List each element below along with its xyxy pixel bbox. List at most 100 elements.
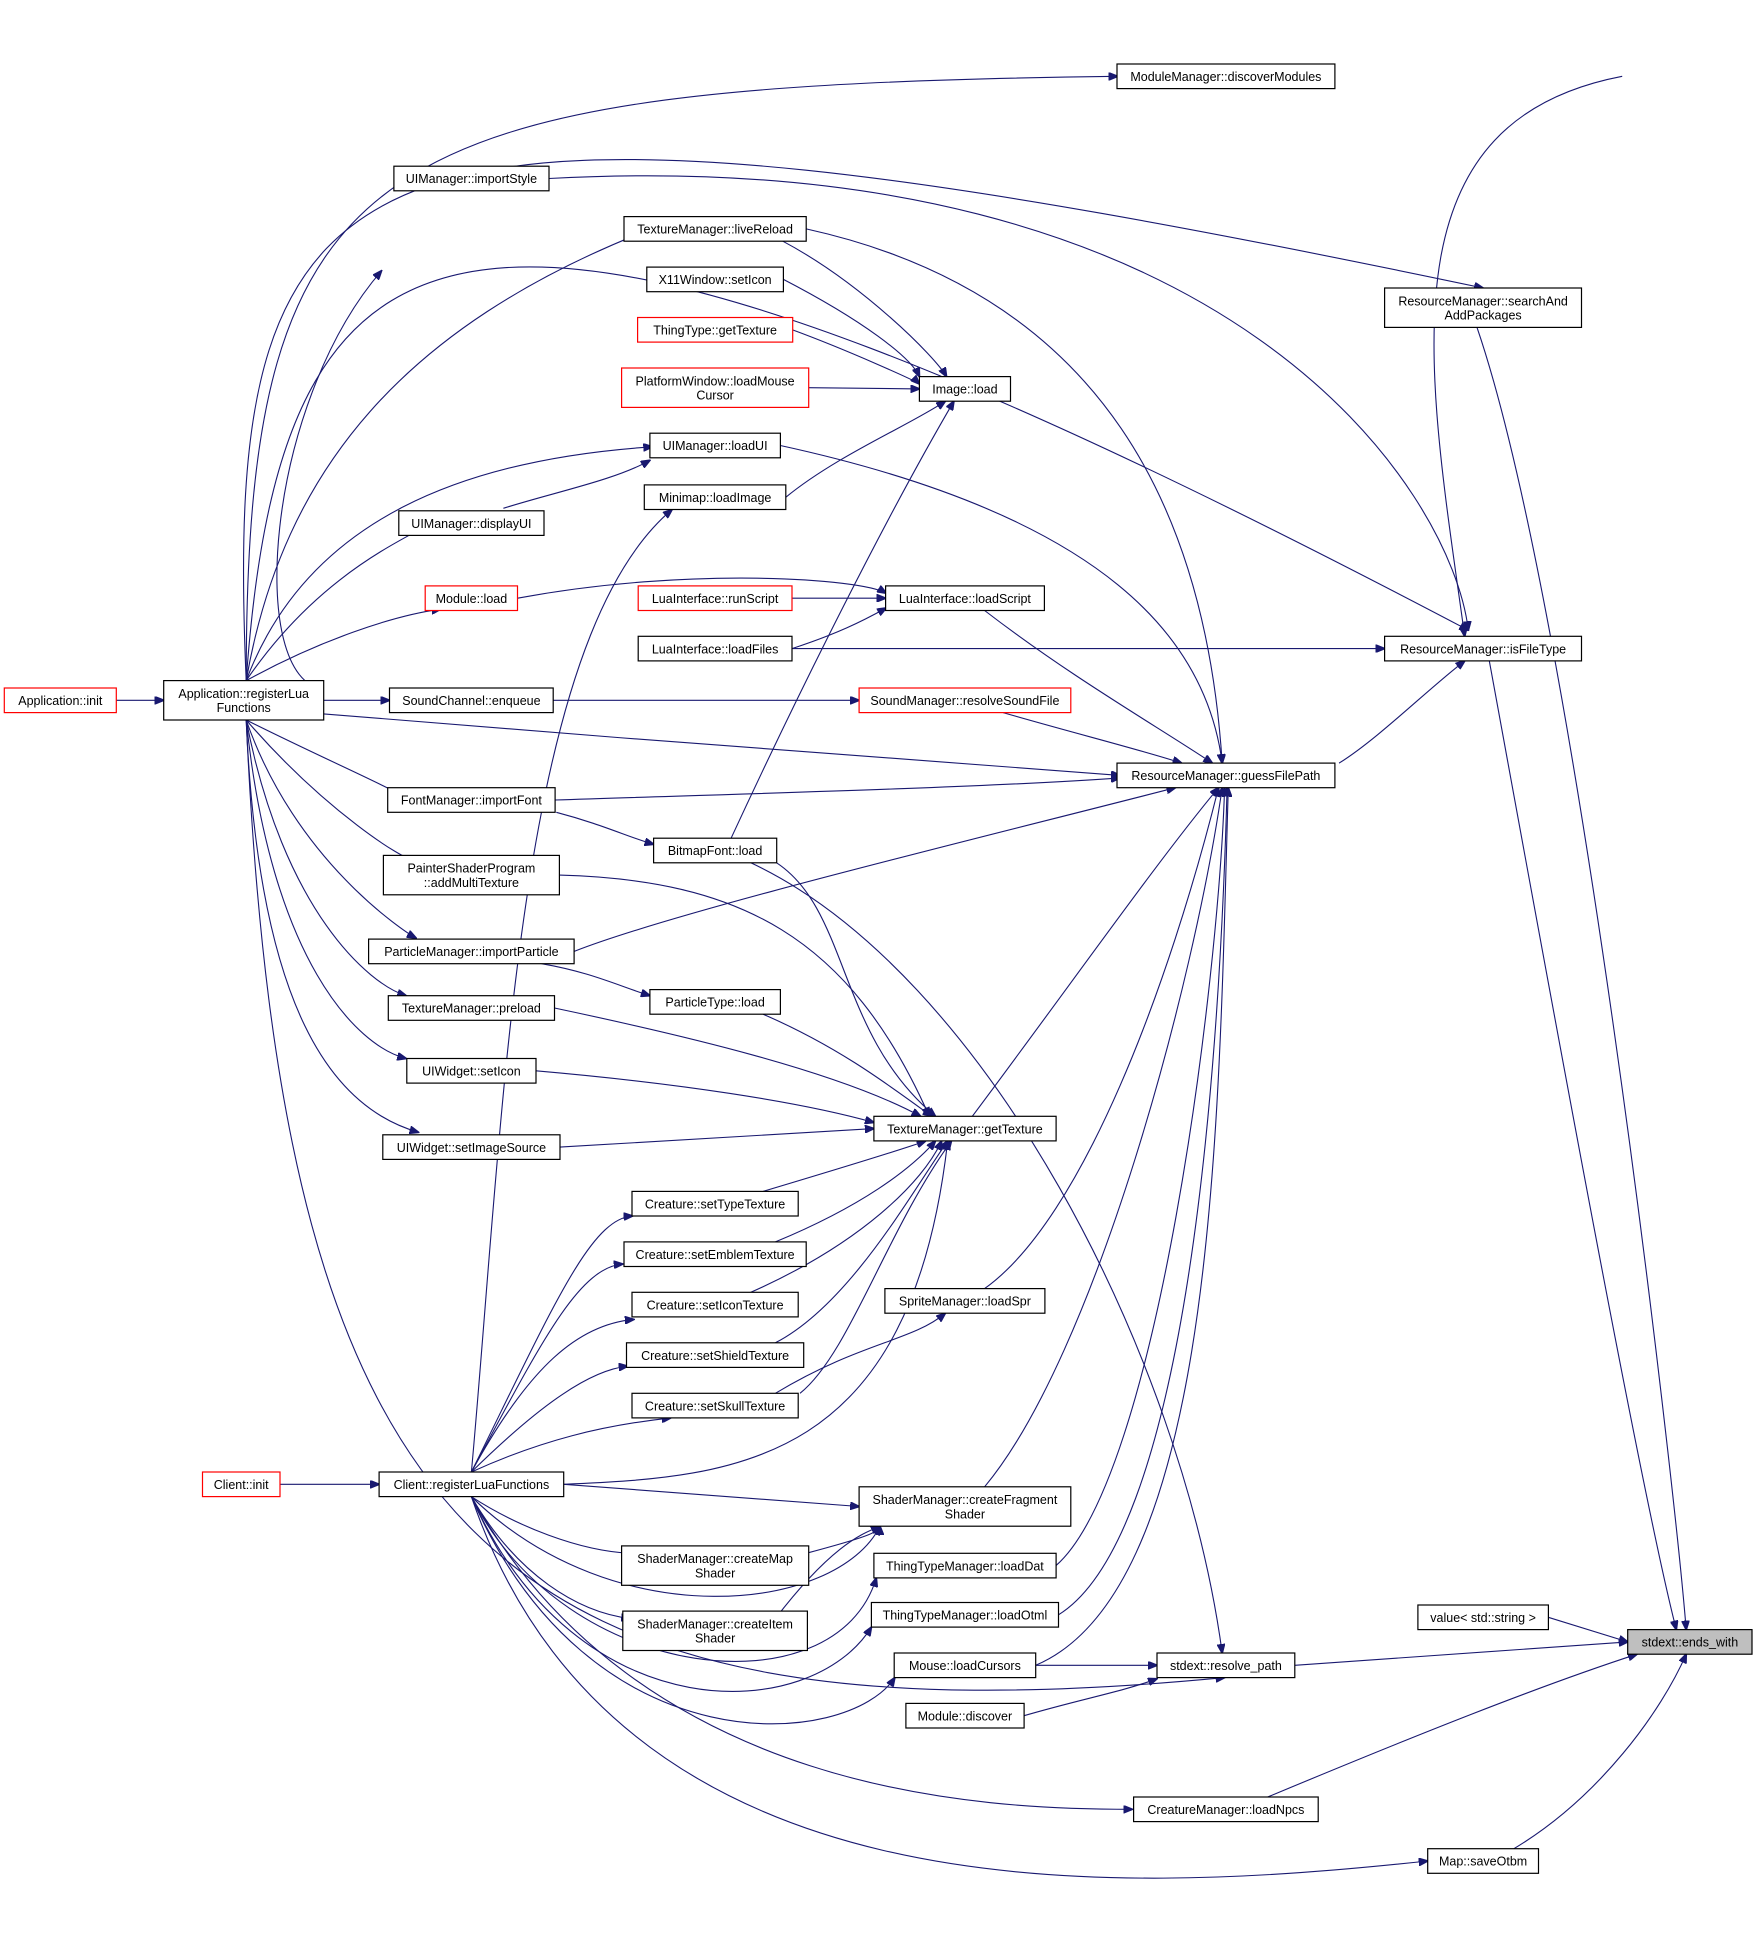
graph-node-app-reg[interactable]: Application::registerLuaFunctions bbox=[163, 679, 325, 721]
graph-node-mouse-loadCursors[interactable]: Mouse::loadCursors bbox=[893, 1652, 1037, 1679]
call-edge bbox=[791, 608, 886, 650]
graph-node-tex-getTexture[interactable]: TextureManager::getTexture bbox=[873, 1115, 1057, 1142]
graph-node-creature-loadNpcs[interactable]: CreatureManager::loadNpcs bbox=[1132, 1796, 1319, 1823]
node-label: ::addMultiTexture bbox=[424, 876, 519, 890]
graph-node-tex-preload[interactable]: TextureManager::preload bbox=[387, 995, 556, 1021]
graph-node-uiw-setImageSource[interactable]: UIWidget::setImageSource bbox=[382, 1134, 561, 1161]
graph-node-stdext-resolve[interactable]: stdext::resolve_path bbox=[1156, 1652, 1296, 1679]
node-label: Minimap::loadImage bbox=[659, 491, 772, 505]
graph-node-x11-setIcon[interactable]: X11Window::setIcon bbox=[646, 266, 784, 293]
graph-node-lua-runScript[interactable]: LuaInterface::runScript bbox=[637, 585, 793, 612]
call-edge bbox=[563, 1483, 859, 1506]
graph-node-cr-setEmblem[interactable]: Creature::setEmblemTexture bbox=[623, 1241, 807, 1268]
node-label: Mouse::loadCursors bbox=[909, 1659, 1021, 1673]
graph-node-ui-displayUI[interactable]: UIManager::displayUI bbox=[398, 510, 545, 536]
node-label: TextureManager::getTexture bbox=[887, 1122, 1043, 1136]
node-box bbox=[873, 1552, 1057, 1579]
graph-node-ttm-loadOtml[interactable]: ThingTypeManager::loadOtml bbox=[870, 1601, 1060, 1628]
node-box bbox=[637, 635, 793, 662]
node-label: Creature::setSkullTexture bbox=[645, 1399, 785, 1413]
call-edge bbox=[783, 278, 919, 376]
node-label: Creature::setEmblemTexture bbox=[636, 1248, 795, 1262]
node-box bbox=[620, 367, 810, 409]
graph-node-module-discover[interactable]: Module::discover bbox=[905, 1702, 1025, 1729]
node-box bbox=[382, 1134, 561, 1161]
graph-node-sound-enqueue[interactable]: SoundChannel::enqueue bbox=[388, 687, 554, 714]
node-box bbox=[201, 1471, 281, 1498]
graph-node-ui-importStyle[interactable]: UIManager::importStyle bbox=[393, 165, 550, 192]
graph-node-minimap-loadImage[interactable]: Minimap::loadImage bbox=[643, 484, 787, 511]
graph-node-bitmap-load[interactable]: BitmapFont::load bbox=[652, 837, 778, 864]
node-label: Client::init bbox=[214, 1478, 269, 1492]
graph-node-client-reg[interactable]: Client::registerLuaFunctions bbox=[378, 1471, 565, 1498]
graph-node-res-isFileType[interactable]: ResourceManager::isFileType bbox=[1383, 635, 1583, 662]
graph-node-stdext-ends[interactable]: stdext::ends_with bbox=[1627, 1628, 1753, 1655]
graph-node-lua-loadScript[interactable]: LuaInterface::loadScript bbox=[884, 585, 1045, 612]
node-label: ShaderManager::createMap bbox=[637, 1552, 793, 1566]
graph-node-uiw-setIcon[interactable]: UIWidget::setIcon bbox=[406, 1057, 537, 1084]
call-edge bbox=[276, 271, 382, 690]
node-label: SpriteManager::loadSpr bbox=[899, 1295, 1031, 1309]
node-label: Cursor bbox=[696, 389, 734, 403]
node-label: Shader bbox=[695, 1566, 735, 1580]
node-box bbox=[631, 1392, 799, 1419]
node-label: PlatformWindow::loadMouse bbox=[636, 374, 795, 388]
call-edge bbox=[984, 788, 1219, 1290]
graph-node-cr-setIcon[interactable]: Creature::setIconTexture bbox=[631, 1291, 799, 1318]
node-label: ResourceManager::searchAnd bbox=[1398, 294, 1568, 308]
graph-node-map-saveOtbm[interactable]: Map::saveOtbm bbox=[1427, 1848, 1540, 1874]
node-label: stdext::ends_with bbox=[1642, 1636, 1739, 1650]
node-layer: Application::init Application::registerLu… bbox=[3, 63, 1753, 1874]
graph-node-client-init[interactable]: Client::init bbox=[201, 1471, 281, 1498]
graph-node-particle-import[interactable]: ParticleManager::importParticle bbox=[368, 938, 575, 965]
graph-node-sprite-loadSpr[interactable]: SpriteManager::loadSpr bbox=[884, 1287, 1046, 1314]
graph-node-tex-liveReload[interactable]: TextureManager::liveReload bbox=[623, 216, 807, 242]
call-edge bbox=[470, 510, 672, 1473]
graph-node-value-string[interactable]: value< std::string > bbox=[1417, 1604, 1550, 1631]
graph-node-cr-setType[interactable]: Creature::setTypeTexture bbox=[631, 1190, 799, 1217]
call-edge bbox=[762, 1013, 932, 1116]
call-edge bbox=[1058, 788, 1228, 1616]
graph-node-module-load[interactable]: Module::load bbox=[424, 585, 519, 612]
node-box bbox=[649, 988, 782, 1015]
call-edge bbox=[1055, 788, 1225, 1567]
node-box bbox=[393, 165, 550, 192]
graph-node-painter-addMulti[interactable]: PainterShaderProgram::addMultiTexture bbox=[382, 854, 560, 896]
graph-node-thing-getTexture[interactable]: ThingType::getTexture bbox=[636, 316, 794, 343]
graph-node-sound-resolve[interactable]: SoundManager::resolveSoundFile bbox=[858, 687, 1072, 714]
call-edge bbox=[541, 963, 650, 996]
graph-node-ui-loadUI[interactable]: UIManager::loadUI bbox=[649, 432, 782, 459]
graph-node-cr-setShield[interactable]: Creature::setShieldTexture bbox=[625, 1342, 805, 1369]
node-box bbox=[424, 585, 519, 612]
node-label: ThingTypeManager::loadOtml bbox=[883, 1609, 1048, 1623]
call-edge bbox=[245, 609, 440, 682]
call-edge bbox=[245, 266, 1468, 681]
graph-node-app-init[interactable]: Application::init bbox=[3, 687, 117, 714]
graph-node-res-guess[interactable]: ResourceManager::guessFilePath bbox=[1116, 762, 1336, 789]
graph-node-lua-loadFiles[interactable]: LuaInterface::loadFiles bbox=[637, 635, 793, 662]
node-label: Creature::setTypeTexture bbox=[645, 1197, 785, 1211]
graph-node-font-importFont[interactable]: FontManager::importFont bbox=[387, 787, 556, 813]
node-label: Creature::setIconTexture bbox=[647, 1298, 784, 1312]
node-label: BitmapFont::load bbox=[668, 844, 763, 858]
graph-node-image-load[interactable]: Image::load bbox=[918, 376, 1012, 402]
call-edge bbox=[470, 1264, 622, 1473]
call-edge bbox=[470, 1216, 632, 1473]
graph-node-modmgr-discover[interactable]: ModuleManager::discoverModules bbox=[1116, 63, 1336, 90]
call-edge bbox=[808, 388, 920, 389]
graph-node-particletype-load[interactable]: ParticleType::load bbox=[649, 988, 782, 1015]
node-box bbox=[622, 1610, 808, 1652]
graph-node-cr-setSkull[interactable]: Creature::setSkullTexture bbox=[631, 1392, 799, 1419]
graph-node-ttm-loadDat[interactable]: ThingTypeManager::loadDat bbox=[873, 1552, 1057, 1579]
node-box bbox=[646, 266, 784, 293]
node-label: LuaInterface::loadFiles bbox=[652, 642, 778, 656]
node-box bbox=[625, 1342, 805, 1369]
call-edge bbox=[471, 1496, 630, 1554]
call-edge bbox=[559, 1129, 874, 1148]
